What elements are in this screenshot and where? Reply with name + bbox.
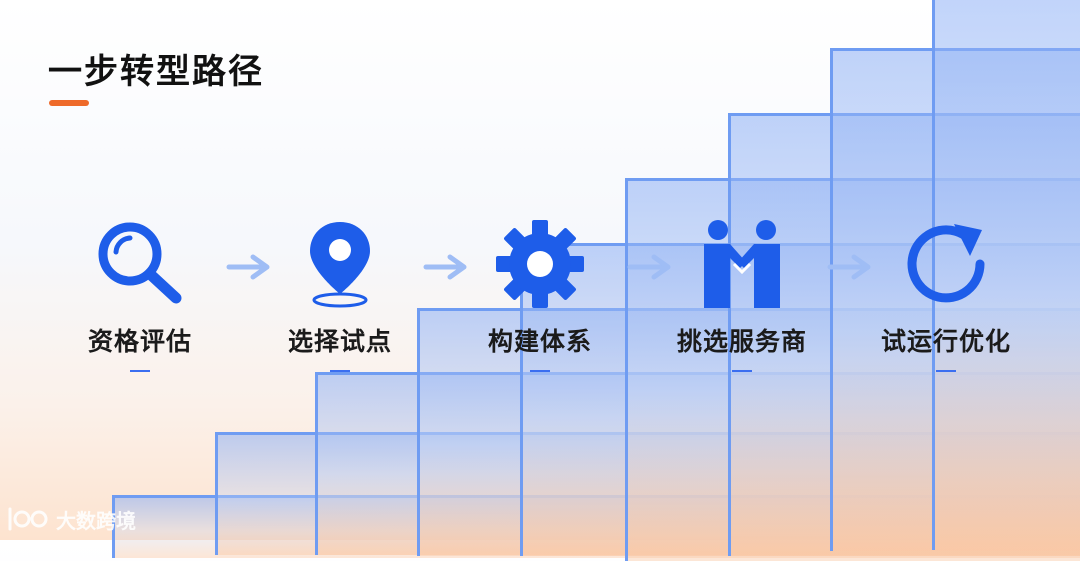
refresh-icon — [907, 224, 985, 303]
gear-icon — [496, 220, 584, 308]
watermark: 大数跨境 — [6, 502, 136, 536]
brand-logo-icon — [8, 507, 48, 531]
arrow-right-icon — [627, 254, 671, 280]
step-label: 试运行优化 — [880, 327, 1011, 356]
step-dash — [130, 370, 150, 372]
step-label: 挑选服务商 — [676, 327, 807, 356]
location-pin-icon — [310, 222, 370, 308]
step-dash — [732, 370, 752, 372]
page-title: 一步转型路径 — [48, 52, 264, 92]
arrow-right-icon — [423, 254, 467, 280]
step-label: 资格评估 — [87, 327, 192, 356]
process-flow: 资格评估 选择试点 — [87, 220, 1011, 372]
magnifier-icon — [98, 222, 182, 304]
title-underline — [49, 100, 89, 106]
step-dash — [530, 370, 550, 372]
step-dash — [936, 370, 956, 372]
step-label: 选择试点 — [287, 327, 392, 356]
arrow-right-icon — [827, 254, 871, 280]
watermark-text: 大数跨境 — [56, 508, 136, 533]
arrow-right-icon — [226, 254, 270, 280]
handshake-icon — [704, 220, 780, 308]
step-dash — [330, 370, 350, 372]
step-label: 构建体系 — [487, 327, 592, 356]
